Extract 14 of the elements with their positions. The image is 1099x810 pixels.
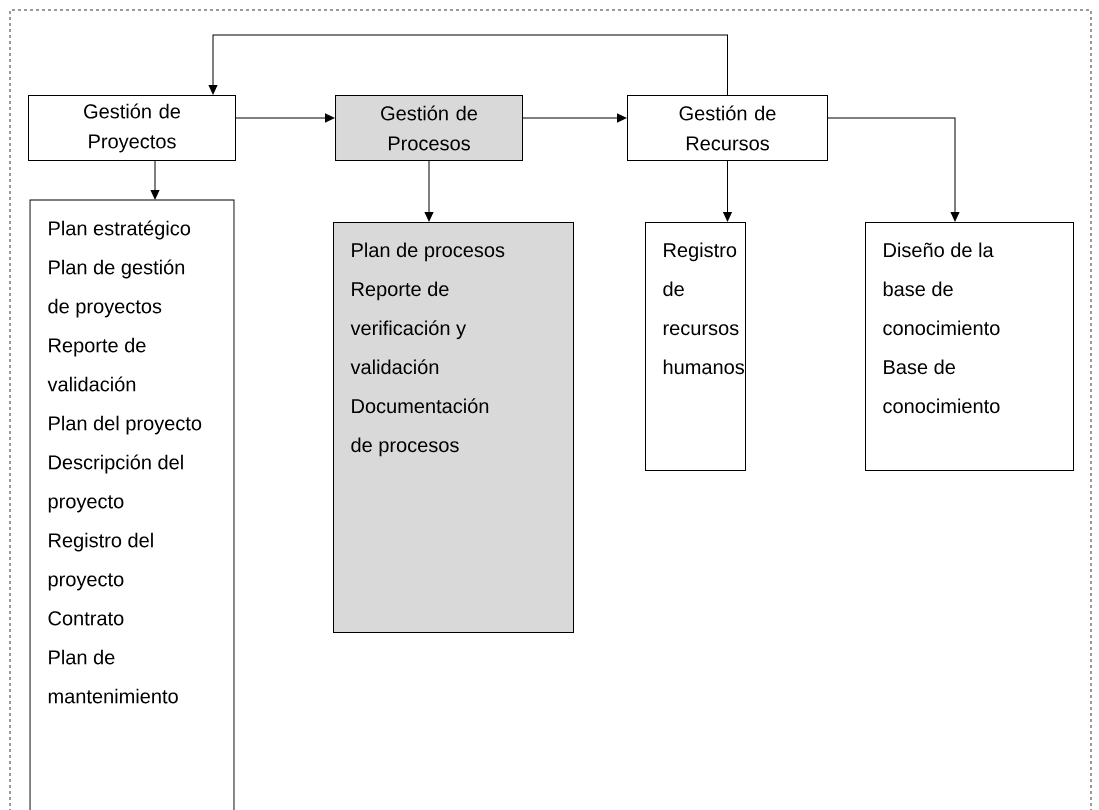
output-box: Plan de procesos Reporte de verificación y validación Documentación de procesos	[333, 222, 574, 633]
arrow	[235, 113, 335, 123]
process-box: Gestión de Proyectos	[28, 95, 236, 161]
process-box: Gestión de Procesos	[335, 95, 523, 161]
arrow	[208, 34, 728, 96]
output-box: Diseño de la base de conocimiento Base de conocimiento	[865, 222, 1074, 471]
arrow	[723, 160, 732, 222]
arrow	[827, 117, 960, 222]
output-box: Plan estratégico Plan de gestión de proyectos Reporte de validación Plan del proyecto Descripción del proyecto Registro del proyecto Contrato Plan de mantenimiento	[29, 199, 235, 810]
arrow	[150, 160, 160, 200]
arrow	[424, 160, 434, 222]
output-box: Registro de recursos humanos	[645, 222, 746, 471]
process-box: Gestión de Recursos	[627, 95, 828, 161]
arrow	[522, 113, 627, 123]
